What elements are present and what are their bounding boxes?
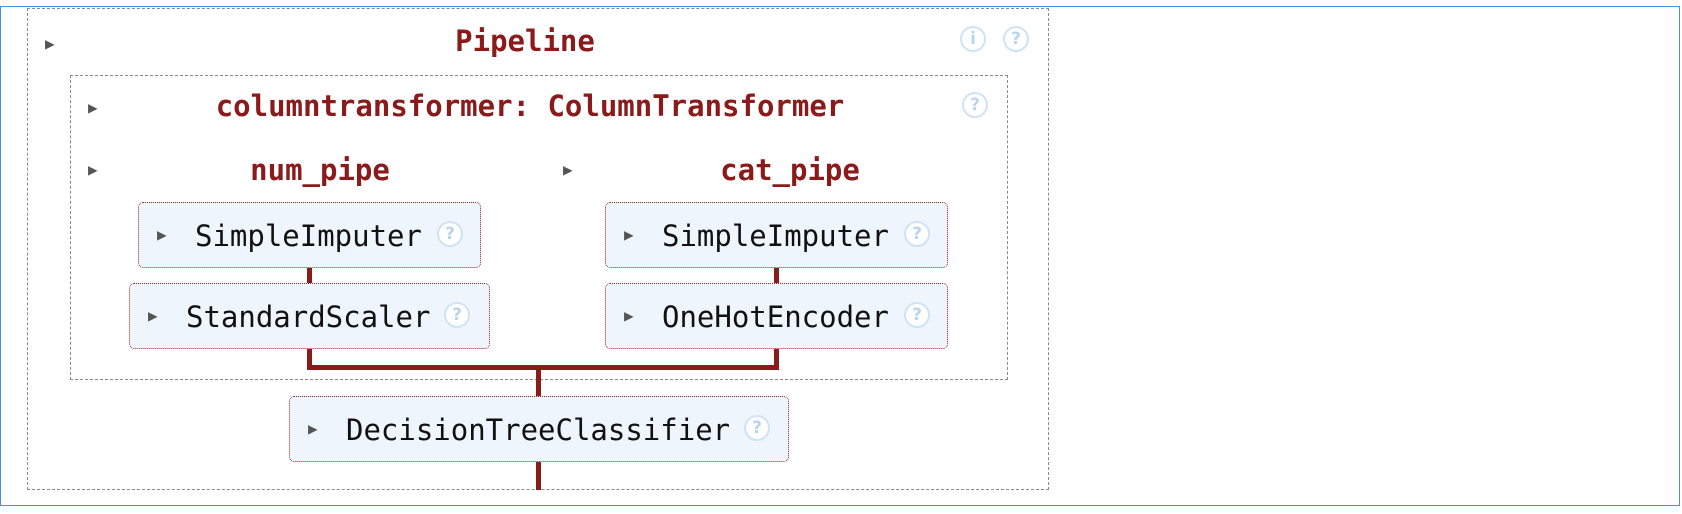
num-pipe-toggle-icon[interactable]: ▶ xyxy=(88,160,98,179)
decision-tree-classifier-help-icon[interactable]: ? xyxy=(744,415,770,441)
standard-scaler-label: StandardScaler xyxy=(186,300,431,334)
column-transformer-title[interactable]: columntransformer: ColumnTransformer xyxy=(215,89,845,123)
info-icon[interactable]: i xyxy=(960,26,986,52)
pipeline-title[interactable]: Pipeline xyxy=(455,24,595,58)
cat-simple-imputer-toggle-icon[interactable]: ▶ xyxy=(624,225,634,244)
cat-simple-imputer-estimator[interactable]: ▶ SimpleImputer ? xyxy=(605,202,948,268)
connector-merge-horizontal xyxy=(307,365,779,370)
standard-scaler-toggle-icon[interactable]: ▶ xyxy=(148,306,158,325)
connector-cat-down xyxy=(774,349,779,369)
decision-tree-classifier-label: DecisionTreeClassifier xyxy=(346,413,731,447)
cat-pipe-title[interactable]: cat_pipe xyxy=(720,153,860,187)
num-pipe-title[interactable]: num_pipe xyxy=(250,153,390,187)
connector-classifier-out xyxy=(536,461,541,490)
num-simple-imputer-estimator[interactable]: ▶ SimpleImputer ? xyxy=(138,202,481,268)
standard-scaler-estimator[interactable]: ▶ StandardScaler ? xyxy=(129,283,490,349)
pipeline-toggle-icon[interactable]: ▶ xyxy=(45,34,55,53)
decision-tree-classifier-estimator[interactable]: ▶ DecisionTreeClassifier ? xyxy=(289,396,789,462)
one-hot-encoder-estimator[interactable]: ▶ OneHotEncoder ? xyxy=(605,283,948,349)
standard-scaler-help-icon[interactable]: ? xyxy=(444,302,470,328)
column-transformer-help-icon[interactable]: ? xyxy=(962,92,988,118)
one-hot-encoder-toggle-icon[interactable]: ▶ xyxy=(624,306,634,325)
pipeline-help-icon[interactable]: ? xyxy=(1003,26,1029,52)
connector-num-down xyxy=(307,349,312,369)
connector-cat-steps xyxy=(774,267,779,285)
num-simple-imputer-help-icon[interactable]: ? xyxy=(437,221,463,247)
one-hot-encoder-help-icon[interactable]: ? xyxy=(904,302,930,328)
column-transformer-toggle-icon[interactable]: ▶ xyxy=(88,98,98,117)
decision-tree-classifier-toggle-icon[interactable]: ▶ xyxy=(308,419,318,438)
cat-simple-imputer-label: SimpleImputer xyxy=(662,219,889,253)
one-hot-encoder-label: OneHotEncoder xyxy=(662,300,889,334)
num-simple-imputer-label: SimpleImputer xyxy=(195,219,422,253)
cat-simple-imputer-help-icon[interactable]: ? xyxy=(904,221,930,247)
cat-pipe-toggle-icon[interactable]: ▶ xyxy=(563,160,573,179)
connector-to-classifier xyxy=(536,365,541,400)
connector-num-steps xyxy=(307,267,312,285)
num-simple-imputer-toggle-icon[interactable]: ▶ xyxy=(157,225,167,244)
